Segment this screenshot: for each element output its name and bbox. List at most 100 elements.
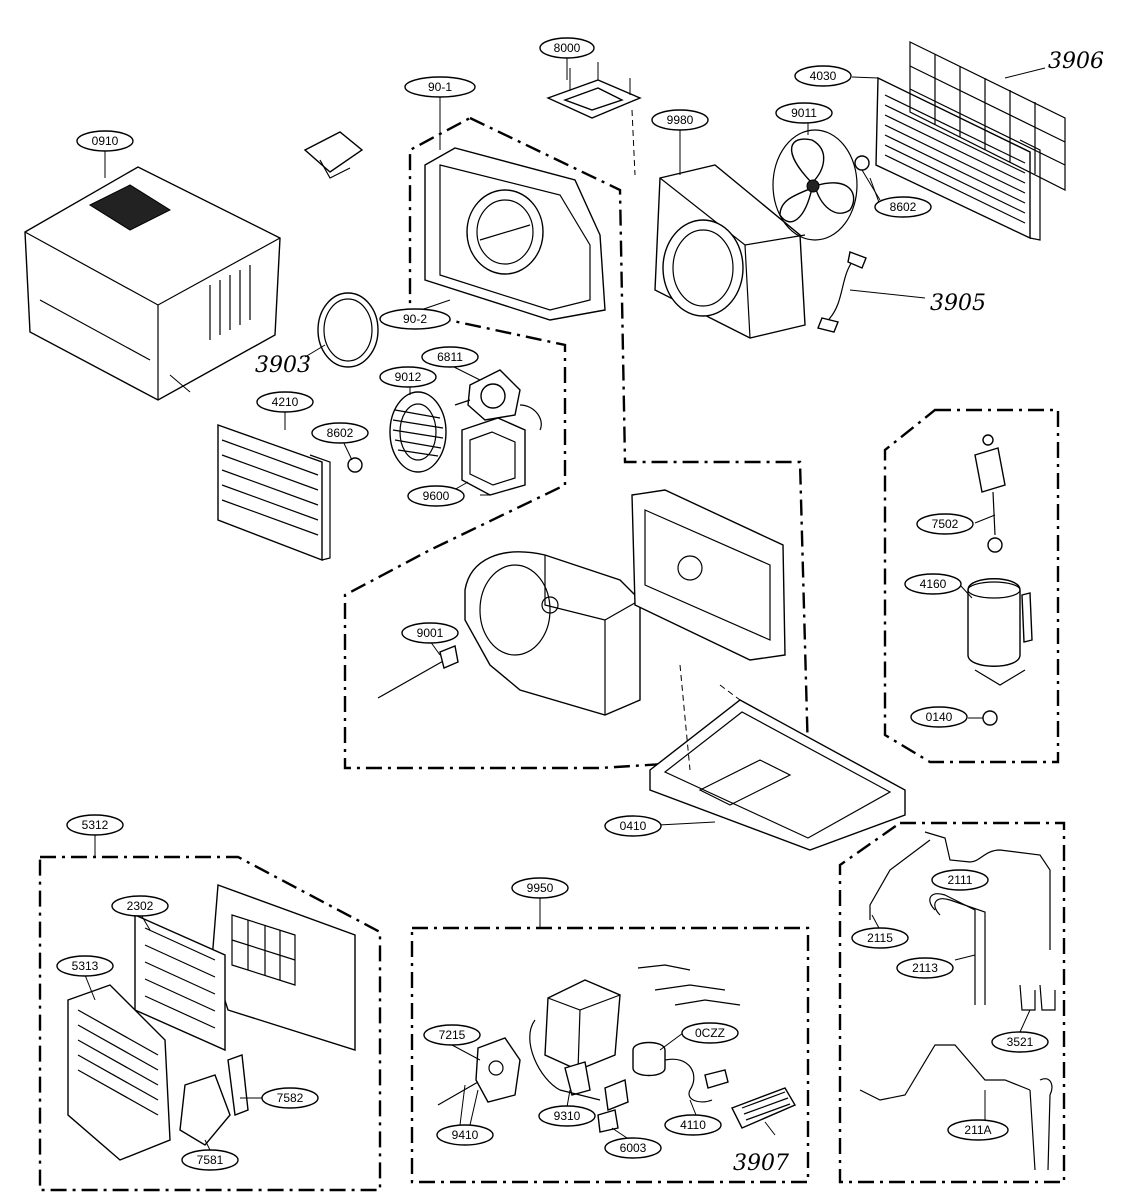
callout-2115: 2115 bbox=[851, 927, 909, 949]
svg-text:3521: 3521 bbox=[1007, 1035, 1034, 1049]
svg-text:9600: 9600 bbox=[423, 489, 450, 503]
callout-0410: 0410 bbox=[604, 815, 662, 837]
svg-text:0410: 0410 bbox=[620, 819, 647, 833]
fan-motor bbox=[454, 369, 542, 431]
handwritten-3906: 3906 bbox=[1048, 49, 1104, 74]
callout-9950: 9950 bbox=[511, 877, 569, 899]
svg-text:9410: 9410 bbox=[452, 1128, 479, 1142]
callout-4210: 4210 bbox=[256, 391, 314, 413]
handwritten-labels: 3906 3905 3903 3907 bbox=[255, 49, 1104, 1176]
power-cord bbox=[817, 251, 926, 333]
control-box-group-boundary bbox=[410, 926, 810, 1184]
control-shaft bbox=[377, 645, 459, 699]
callout-6003: 6003 bbox=[604, 1137, 662, 1159]
refrigerant-piping bbox=[859, 831, 1056, 1171]
condenser-fan bbox=[772, 129, 858, 241]
svg-text:8602: 8602 bbox=[890, 200, 917, 214]
callout-9980: 9980 bbox=[651, 109, 709, 131]
callout-0140: 0140 bbox=[910, 706, 968, 728]
svg-text:0CZZ: 0CZZ bbox=[695, 1026, 725, 1040]
callout-2111: 2111 bbox=[931, 869, 989, 891]
callout-8602-top: 8602 bbox=[874, 196, 932, 218]
svg-text:0140: 0140 bbox=[926, 710, 953, 724]
mounting-plate bbox=[546, 62, 642, 119]
svg-text:6811: 6811 bbox=[437, 350, 463, 364]
condenser-coil bbox=[875, 76, 1041, 241]
callout-7502: 7502 bbox=[916, 513, 974, 535]
svg-text:8602: 8602 bbox=[327, 426, 354, 440]
svg-text:4030: 4030 bbox=[810, 69, 837, 83]
evaporator-coil bbox=[217, 424, 331, 562]
svg-text:4160: 4160 bbox=[920, 577, 947, 591]
front-grille-group-boundary bbox=[38, 855, 382, 1192]
callout-7215: 7215 bbox=[423, 1024, 481, 1046]
callout-0czz: 0CZZ bbox=[681, 1022, 739, 1044]
handwritten-3903: 3903 bbox=[255, 353, 311, 378]
svg-text:2111: 2111 bbox=[948, 873, 973, 887]
bracket-part bbox=[303, 131, 364, 179]
svg-text:9001: 9001 bbox=[417, 626, 444, 640]
base-pan bbox=[649, 664, 906, 851]
callout-9011: 9011 bbox=[775, 102, 833, 124]
callout-9012: 9012 bbox=[379, 366, 437, 388]
air-guide-frame bbox=[424, 147, 606, 321]
handwritten-3907: 3907 bbox=[733, 1151, 789, 1176]
seal-ring bbox=[304, 292, 379, 368]
svg-text:2302: 2302 bbox=[127, 899, 154, 913]
svg-text:90-1: 90-1 bbox=[428, 80, 452, 94]
svg-text:9012: 9012 bbox=[395, 370, 422, 384]
svg-text:7581: 7581 bbox=[197, 1153, 224, 1167]
callout-90-2: 90-2 bbox=[379, 308, 451, 330]
handwritten-3905: 3905 bbox=[930, 291, 986, 316]
fan-nut-lower bbox=[347, 457, 363, 473]
svg-text:9011: 9011 bbox=[791, 106, 817, 120]
svg-text:5313: 5313 bbox=[72, 959, 99, 973]
svg-text:4110: 4110 bbox=[680, 1118, 706, 1132]
callout-7581: 7581 bbox=[181, 1149, 239, 1171]
callout-9310: 9310 bbox=[538, 1105, 596, 1127]
condenser-guard-grille bbox=[909, 41, 1066, 191]
callout-5312: 5312 bbox=[66, 814, 124, 836]
svg-text:90-2: 90-2 bbox=[403, 312, 427, 326]
callout-labels: 8000 90-1 4030 0910 9980 9011 8602 90-2 … bbox=[56, 37, 1049, 1171]
svg-text:9310: 9310 bbox=[554, 1109, 581, 1123]
control-box bbox=[437, 964, 741, 1133]
terminal-cover bbox=[731, 1087, 797, 1136]
svg-text:6003: 6003 bbox=[620, 1141, 647, 1155]
svg-text:7502: 7502 bbox=[932, 517, 959, 531]
callout-3521: 3521 bbox=[991, 1031, 1049, 1053]
callout-0910: 0910 bbox=[76, 130, 134, 152]
callout-4030: 4030 bbox=[794, 65, 852, 87]
callout-9600: 9600 bbox=[407, 485, 465, 507]
callout-8000: 8000 bbox=[539, 37, 595, 59]
fan-nut-top bbox=[854, 155, 881, 201]
callout-5313: 5313 bbox=[56, 955, 114, 977]
front-grille bbox=[67, 984, 171, 1161]
callout-7582: 7582 bbox=[261, 1087, 319, 1109]
svg-text:2115: 2115 bbox=[867, 931, 893, 945]
callout-9410: 9410 bbox=[436, 1124, 494, 1146]
front-panel bbox=[211, 884, 356, 1051]
callout-9001: 9001 bbox=[401, 622, 459, 644]
svg-text:0910: 0910 bbox=[92, 134, 119, 148]
svg-text:7582: 7582 bbox=[277, 1091, 304, 1105]
partition-plate bbox=[631, 489, 786, 661]
callout-6811: 6811 bbox=[421, 346, 479, 368]
callout-8602-lower: 8602 bbox=[311, 422, 369, 444]
motor-bracket bbox=[461, 417, 526, 496]
condenser-shroud bbox=[631, 109, 806, 339]
louver bbox=[179, 1054, 249, 1146]
blower-scroll-housing bbox=[464, 551, 641, 716]
svg-text:211A: 211A bbox=[964, 1123, 991, 1137]
compressor-group-boundary bbox=[883, 408, 1060, 764]
callout-90-1: 90-1 bbox=[404, 76, 476, 98]
callout-2302: 2302 bbox=[111, 895, 169, 917]
svg-text:9950: 9950 bbox=[527, 881, 554, 895]
callout-211a: 211A bbox=[947, 1119, 1009, 1141]
svg-text:5312: 5312 bbox=[82, 818, 109, 832]
air-filter bbox=[134, 913, 226, 1052]
svg-text:2113: 2113 bbox=[912, 961, 938, 975]
callout-2113: 2113 bbox=[896, 957, 954, 979]
